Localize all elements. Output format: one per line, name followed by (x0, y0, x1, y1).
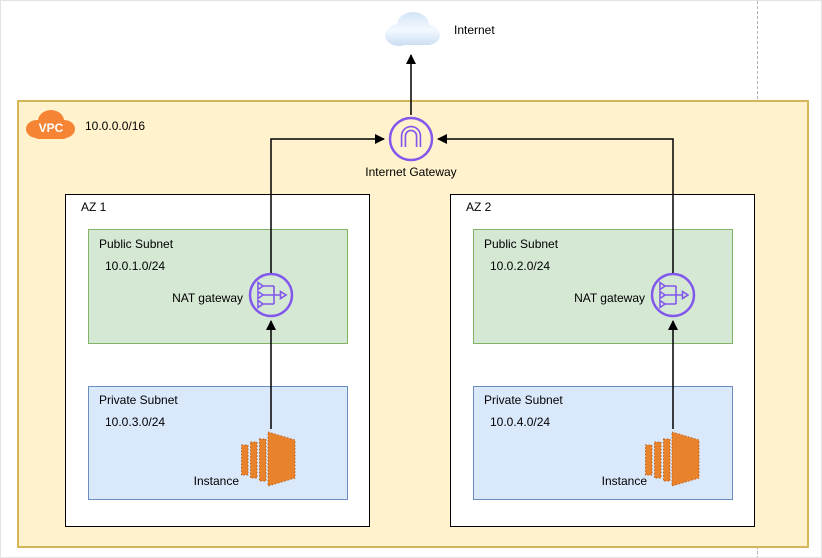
az1-nat-gateway-label: NAT gateway (172, 291, 243, 305)
az1-nat-gateway-icon (248, 272, 294, 318)
az1-private-subnet (88, 386, 348, 500)
internet-gateway-icon (388, 116, 434, 162)
az1-public-subnet-cidr: 10.0.1.0/24 (105, 259, 166, 273)
vpc-cloud-icon: VPC (26, 110, 75, 139)
az2-private-subnet-cidr: 10.0.4.0/24 (490, 415, 551, 429)
az2-nat-gateway-icon (650, 272, 696, 318)
vpc-icon-label: VPC (39, 121, 64, 135)
az2-instance-label: Instance (601, 474, 647, 488)
az1-public-subnet-title: Public Subnet (99, 237, 174, 251)
internet-cloud-icon (385, 12, 440, 46)
internet-gateway-label: Internet Gateway (365, 165, 457, 179)
az1-instance-label: Instance (193, 474, 239, 488)
vpc-cidr-label: 10.0.0.0/16 (85, 119, 146, 133)
az2-private-subnet-title: Private Subnet (484, 393, 563, 407)
az1-private-subnet-title: Private Subnet (99, 393, 178, 407)
internet-label: Internet (454, 23, 495, 37)
az1-label: AZ 1 (81, 200, 107, 214)
az2-public-subnet-cidr: 10.0.2.0/24 (490, 259, 551, 273)
az2-ec2-instance-icon (645, 431, 700, 487)
az2-label: AZ 2 (466, 200, 492, 214)
az1-private-subnet-cidr: 10.0.3.0/24 (105, 415, 166, 429)
az1-ec2-instance-icon (241, 431, 296, 487)
az2-public-subnet-title: Public Subnet (484, 237, 559, 251)
az2-nat-gateway-label: NAT gateway (574, 291, 645, 305)
